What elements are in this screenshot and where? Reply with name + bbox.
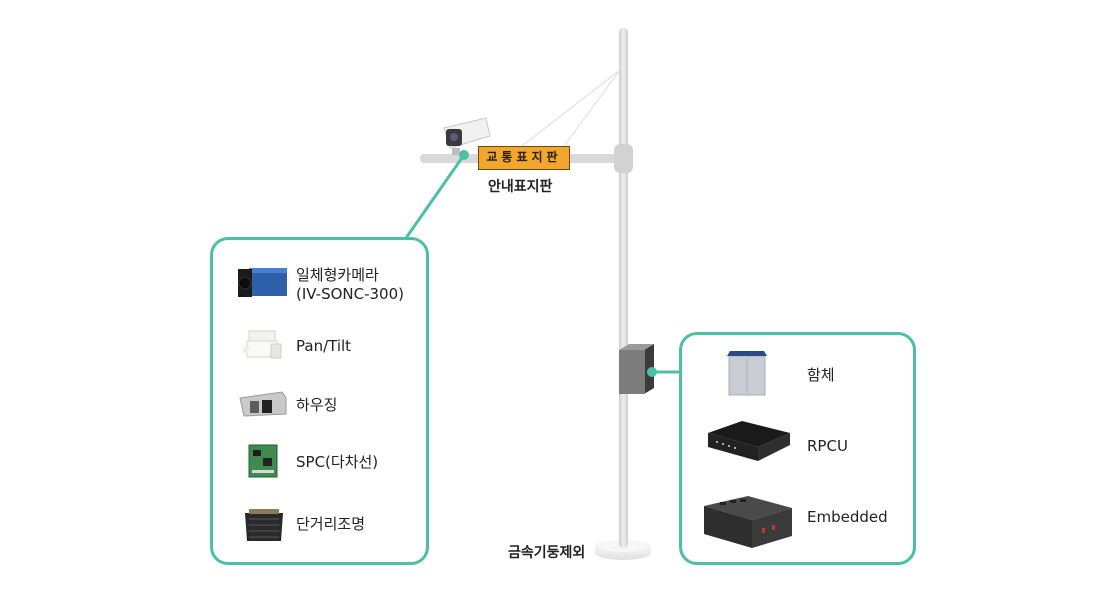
traffic-sign-board: 교통표지판 <box>478 146 570 170</box>
support-cable <box>563 69 621 147</box>
pole-cabinet-icon <box>619 344 654 394</box>
roadside-camera-icon <box>443 117 491 155</box>
pan-tilt-icon <box>243 330 282 359</box>
led-light-label: 단거리조명 <box>296 515 366 533</box>
embedded-label: Embedded <box>807 508 888 526</box>
rack-unit-icon <box>708 421 790 461</box>
rpcu-label: RPCU <box>807 437 848 455</box>
embedded-box-icon <box>704 496 792 548</box>
spc-label: SPC(다차선) <box>296 453 379 471</box>
led-light-icon <box>245 509 283 541</box>
pole-caption: 금속기둥제외 <box>508 545 586 561</box>
housing-label: 하우징 <box>296 396 338 414</box>
sign-caption: 안내표지판 <box>488 179 553 195</box>
housing-icon <box>239 391 287 417</box>
metal-pole <box>619 28 628 548</box>
cabinet-icon <box>727 351 767 396</box>
camera-label: 일체형카메라 (IV-SONC-300) <box>296 266 404 304</box>
support-cable <box>521 69 621 147</box>
arm-joint <box>614 144 633 173</box>
camera-model-label: (IV-SONC-300) <box>296 285 404 303</box>
camera-connector-line <box>404 154 466 239</box>
camera-label-line1: 일체형카메라 <box>296 266 379 284</box>
pan-tilt-label: Pan/Tilt <box>296 337 352 355</box>
cabinet-connector-dot <box>647 367 657 377</box>
camera-icon <box>238 268 287 297</box>
camera-connector-dot <box>459 150 469 160</box>
cabinet-label: 함체 <box>807 366 835 384</box>
circuit-board-icon <box>248 444 278 478</box>
